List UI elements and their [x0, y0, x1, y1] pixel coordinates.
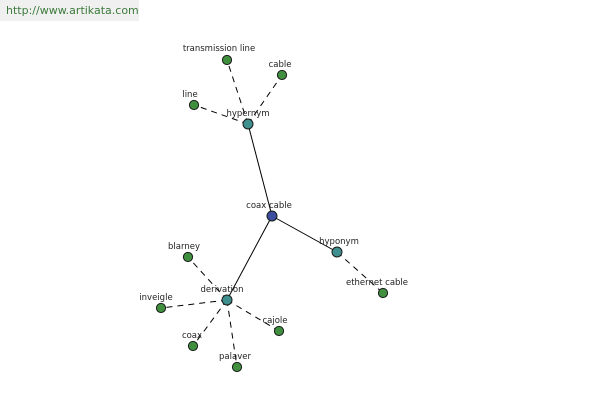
node-cable[interactable]	[276, 69, 288, 81]
node-label-inveigle[interactable]: inveigle	[139, 293, 172, 303]
edge-derivation-to-coax	[192, 299, 228, 347]
labels-layer: coax cable hypernym hyponym derivation trans…	[139, 44, 408, 362]
node-label-palaver[interactable]: palaver	[219, 352, 251, 362]
node-coax[interactable]	[187, 340, 199, 352]
node-root[interactable]	[266, 210, 278, 222]
node-transmission-line[interactable]	[221, 54, 233, 66]
nodes-layer	[155, 54, 389, 373]
edge-root-to-hyponym	[271, 215, 338, 253]
node-label-blarney[interactable]: blarney	[168, 242, 200, 252]
node-label-line[interactable]: line	[182, 90, 197, 100]
node-ethernet-cable[interactable]	[377, 287, 389, 299]
node-label-hyponym[interactable]: hyponym	[319, 237, 359, 247]
node-hyponym[interactable]	[331, 246, 343, 258]
node-inveigle[interactable]	[155, 302, 167, 314]
node-label-hypernym[interactable]: hypernym	[226, 109, 269, 119]
edge-hypernym-to-cable	[247, 74, 283, 125]
node-label-coax[interactable]: coax	[182, 331, 202, 341]
edges-layer	[160, 59, 384, 368]
node-derivation[interactable]	[221, 294, 233, 306]
edge-root-to-hypernym	[247, 123, 273, 217]
edge-root-to-derivation	[226, 215, 273, 301]
node-blarney[interactable]	[182, 251, 194, 263]
edge-derivation-to-blarney	[187, 256, 228, 301]
node-hypernym[interactable]	[242, 118, 254, 130]
node-label-root[interactable]: coax cable	[246, 201, 292, 211]
node-cajole[interactable]	[273, 325, 285, 337]
node-label-derivation[interactable]: derivation	[200, 285, 243, 295]
edge-hypernym-to-line	[193, 104, 249, 125]
node-label-cable[interactable]: cable	[269, 60, 292, 70]
node-palaver[interactable]	[231, 361, 243, 373]
edge-hypernym-to-transmission-line	[226, 59, 249, 125]
node-label-cajole[interactable]: cajole	[262, 316, 287, 326]
node-label-transmission-line[interactable]: transmission line	[183, 44, 255, 54]
node-label-ethernet-cable[interactable]: ethernet cable	[346, 278, 408, 288]
edge-derivation-to-palaver	[226, 299, 238, 368]
watermark-url: http://www.artikata.com	[0, 0, 139, 21]
node-line[interactable]	[188, 99, 200, 111]
edge-derivation-to-inveigle	[160, 299, 228, 309]
